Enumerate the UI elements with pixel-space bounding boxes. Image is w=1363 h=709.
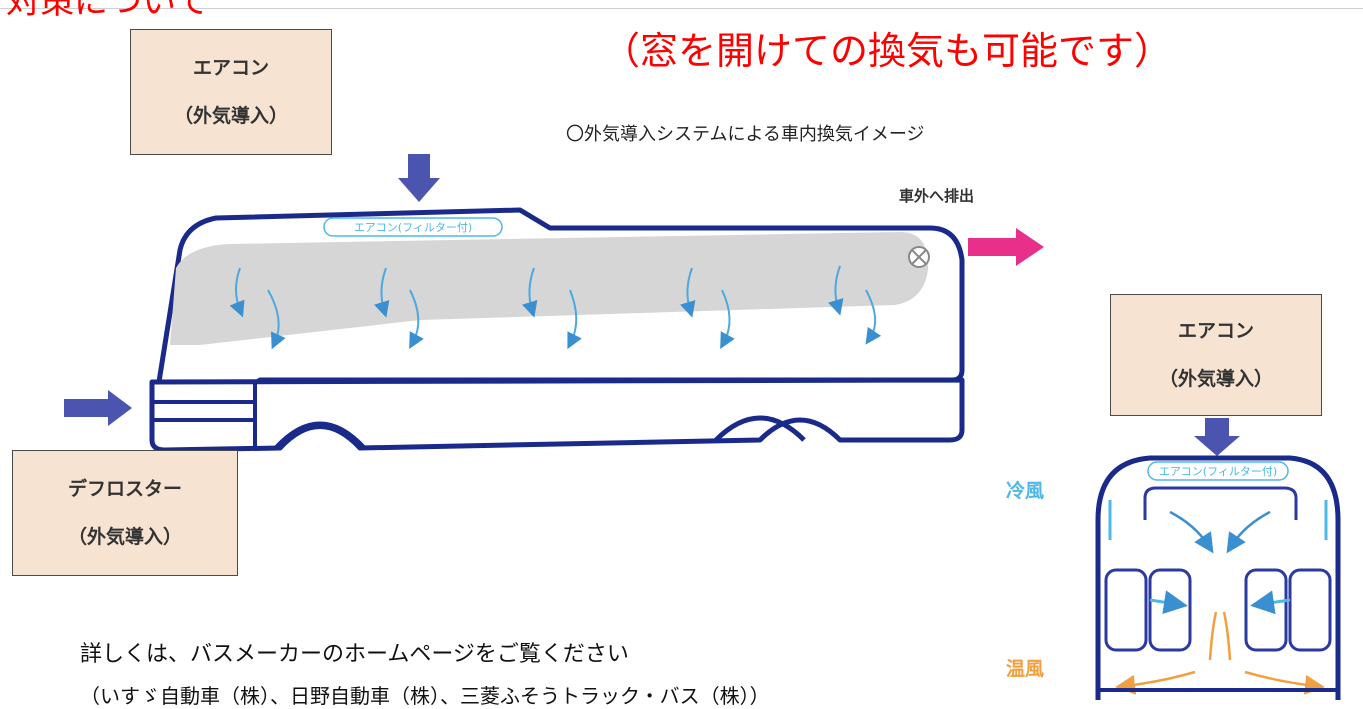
filter-pill-side-label: エアコン(フィルター付) [354,221,472,234]
exhaust-fan-icon [908,246,930,268]
cold-air-label: 冷風 [1006,480,1045,502]
exhaust-arrow [968,228,1044,266]
clipped-heading: 対策について [6,0,209,22]
defroster-box-line1: デフロスター [67,478,182,500]
airflow-curves [229,265,882,350]
aircon-box-right: エアコン （外気導入） [1110,294,1322,416]
aircon-box-right-line1: エアコン [1177,320,1254,342]
defroster-intake-arrow [64,390,132,426]
bus-side-view: エアコン(フィルター付) [149,207,965,453]
warm-air-label: 温風 [1006,658,1045,680]
bus-makers-text: （いすゞ自動車（株）、日野自動車（株）、三菱ふそうトラック・バス（株）） [80,684,770,708]
diagram-caption: 〇外気導入システムによる車内換気イメージ [566,124,925,145]
aircon-box-top-line1: エアコン [192,57,269,79]
filter-pill-side [323,217,503,237]
defroster-box-line2: （外気導入） [67,526,182,548]
aircon-box-top-line2: （外気導入） [173,105,288,127]
top-divider [0,8,1363,9]
aircon-box-right-line2: （外気導入） [1158,368,1273,390]
exhaust-label: 車外へ排出 [899,187,975,205]
bus-front-view: エアコン(フィルター付) [1095,455,1341,700]
filter-pill-front [1147,461,1289,481]
window-ventilation-note: （窓を開けての換気も可能です） [602,29,1173,73]
defroster-box: デフロスター （外気導入） [12,450,238,576]
aircon-box-top: エアコン （外気導入） [130,29,332,155]
aircon-intake-arrow-top [398,154,440,202]
filter-pill-front-label: エアコン(フィルター付) [1159,465,1277,478]
details-text: 詳しくは、バスメーカーのホームページをご覧ください [80,642,629,667]
aircon-intake-arrow-right [1194,418,1240,456]
